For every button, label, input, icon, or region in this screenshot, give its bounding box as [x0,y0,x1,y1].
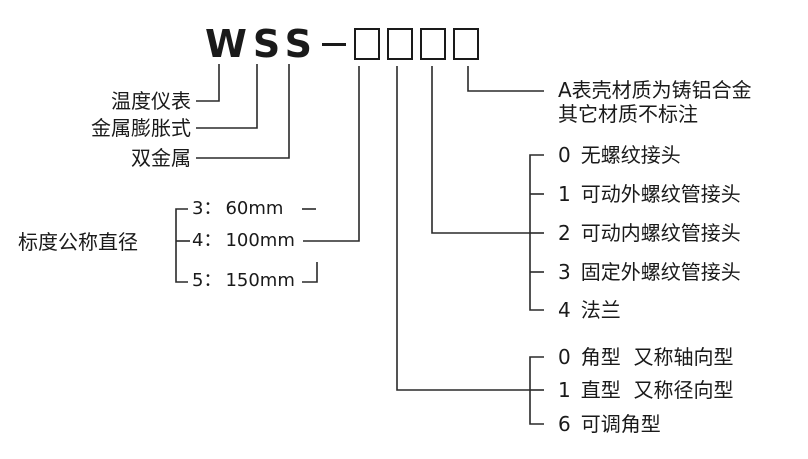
leader-slot3 [431,66,530,234]
option-label: 可调角型 [580,412,661,436]
slot3-option-1: 1 可动外螺纹管接头 [558,184,741,204]
bracket-slot1-right-lower [302,262,318,283]
option-code: 3 [192,198,204,219]
option-label: 角型 又称轴向型 [580,345,734,369]
option-code: 0 [558,143,571,167]
model-slot-3 [419,28,446,60]
option-code: 5 [192,270,204,291]
slot3-option-0: 0 无螺纹接头 [558,145,681,165]
prefix-label-principle: 金属膨胀式 [91,116,191,140]
slot1-title: 标度公称直径 [18,230,138,254]
option-label: 无螺纹接头 [580,143,681,167]
option-sep: ： [203,198,222,219]
prefix-label-material: 双金属 [131,146,191,170]
model-slot-2 [386,28,413,60]
option-code: 0 [558,345,571,369]
leader-slot1 [303,66,360,242]
option-label: 固定外螺纹管接头 [580,260,741,284]
option-code: 1 [558,182,571,206]
model-prefix: WSS [205,22,318,66]
option-value: 150mm [225,270,295,291]
slot3-option-3: 3 固定外螺纹管接头 [558,262,741,282]
slot1-option-2: 5：150mm [192,272,295,290]
option-label: 法兰 [580,298,621,322]
option-label: 可动内螺纹管接头 [580,221,741,245]
option-sep: ： [203,270,222,291]
model-slot-1 [353,28,380,60]
option-label: 可动外螺纹管接头 [580,182,741,206]
option-value: 100mm [225,230,295,251]
option-value: 60mm [225,198,284,219]
slot2-option-2: 6 可调角型 [558,414,661,434]
option-code: 3 [558,260,571,284]
option-label: 直型 又称径向型 [580,378,734,402]
leader-slot2 [396,66,530,391]
model-code: WSS [205,22,486,66]
slot1-option-0: 3：60mm [192,200,283,218]
option-code: 1 [558,378,571,402]
leader-s2 [196,64,290,159]
option-sep: ： [203,230,222,251]
prefix-label-type: 温度仪表 [111,89,191,113]
leader-slot4 [467,66,544,92]
leader-w [196,64,220,102]
slot1-option-1: 4：100mm [192,232,295,250]
slot3-option-4: 4 法兰 [558,300,621,320]
slot3-option-2: 2 可动内螺纹管接头 [558,223,741,243]
option-code: 6 [558,412,571,436]
option-code: 4 [192,230,204,251]
slot4-line-1: 其它材质不标注 [558,102,698,126]
slot2-option-1: 1 直型 又称径向型 [558,380,733,400]
slot2-option-0: 0 角型 又称轴向型 [558,347,733,367]
bracket-slot1-left [175,208,188,283]
slot4-line-0: A表壳材质为铸铝合金 [558,78,752,102]
leader-s1 [196,64,258,129]
option-code: 2 [558,221,571,245]
option-code: 4 [558,298,571,322]
model-slot-4 [452,28,479,60]
model-dash [321,42,346,46]
